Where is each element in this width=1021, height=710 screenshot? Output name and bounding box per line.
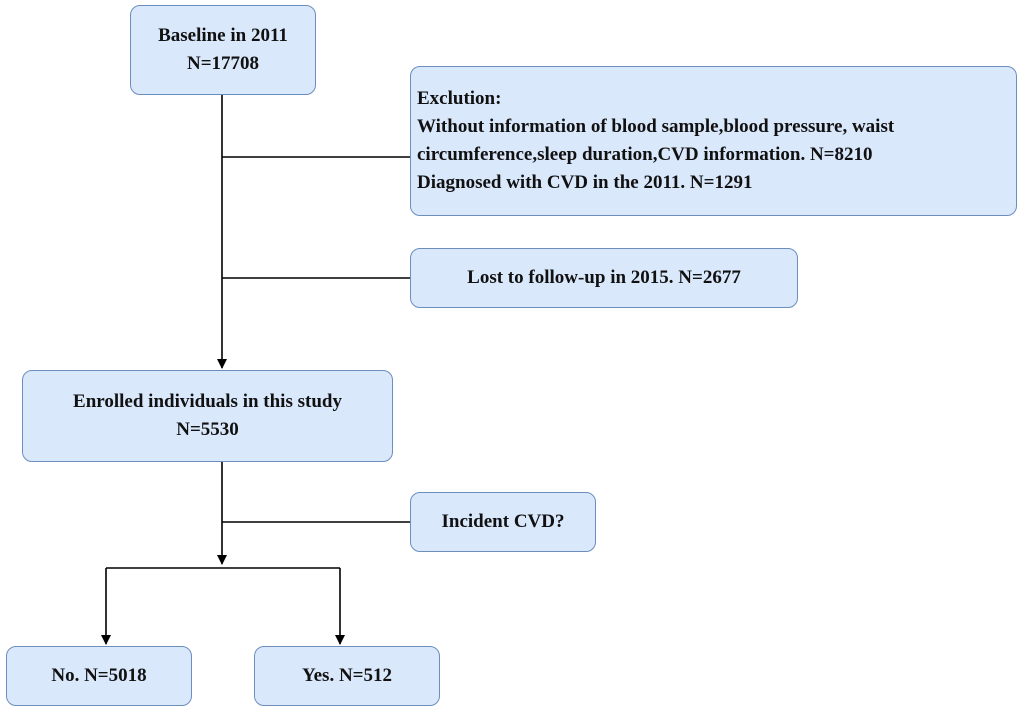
incident-node: Incident CVD? <box>410 492 596 552</box>
exclusion-line2: circumference,sleep duration,CVD informa… <box>417 144 873 165</box>
baseline-line2: N=17708 <box>186 53 260 74</box>
baseline-node: Baseline in 2011 N=17708 <box>130 5 316 95</box>
enrolled-line2: N=5530 <box>176 419 239 440</box>
yes-node: Yes. N=512 <box>254 646 440 706</box>
enrolled-node: Enrolled individuals in this study N=553… <box>22 370 393 462</box>
no-label: No. N=5018 <box>51 665 147 686</box>
enrolled-line1: Enrolled individuals in this study <box>73 391 342 412</box>
yes-label: Yes. N=512 <box>302 665 392 686</box>
exclusion-line3: Diagnosed with CVD in the 2011. N=1291 <box>417 172 753 193</box>
baseline-line1: Baseline in 2011 <box>158 25 288 46</box>
exclusion-heading: Exclution: <box>417 88 502 109</box>
lost-node: Lost to follow-up in 2015. N=2677 <box>410 248 798 308</box>
no-node: No. N=5018 <box>6 646 192 706</box>
exclusion-node: Exclution: Without information of blood … <box>410 66 1017 216</box>
incident-label: Incident CVD? <box>441 511 565 532</box>
exclusion-line1: Without information of blood sample,bloo… <box>417 116 895 137</box>
lost-label: Lost to follow-up in 2015. N=2677 <box>467 267 741 288</box>
